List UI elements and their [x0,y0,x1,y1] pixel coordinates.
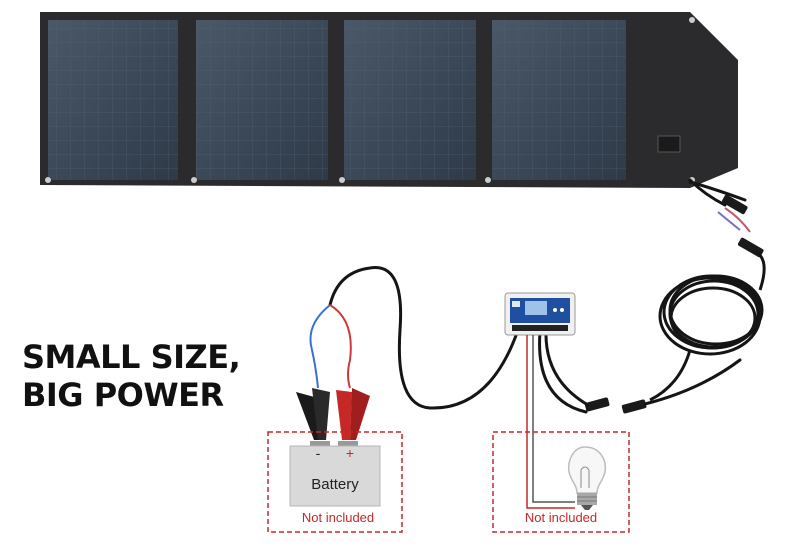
battery-not-included-frame [267,431,403,533]
headline-line-2: BIG POWER [22,376,224,414]
solar-panel-icon [40,12,738,188]
battery-label: Battery [311,476,359,493]
solar-panel-cell-1 [48,20,178,180]
charge-controller-icon [504,292,576,336]
headline-line-1: SMALL SIZE, [22,338,241,376]
alligator-clip-icon [296,388,370,440]
battery-negative-sign: - [316,445,321,461]
battery-cable [328,266,520,410]
headline: SMALL SIZE, BIG POWER [22,338,241,414]
coiled-extension-cable [649,250,766,402]
bulb-not-included-label: Not included [524,510,598,525]
light-bulb-icon [567,446,607,510]
battery-icon: - + [289,441,381,507]
battery-not-included-label: Not included [301,510,375,525]
solar-panel-cell-2 [196,20,328,180]
panel-output-cables [688,178,747,207]
solar-panel-cell-4 [492,20,626,180]
battery-positive-sign: + [346,445,354,461]
bulb-not-included-frame [492,431,630,533]
solar-panel-cell-3 [344,20,476,180]
junction-box [657,135,681,153]
